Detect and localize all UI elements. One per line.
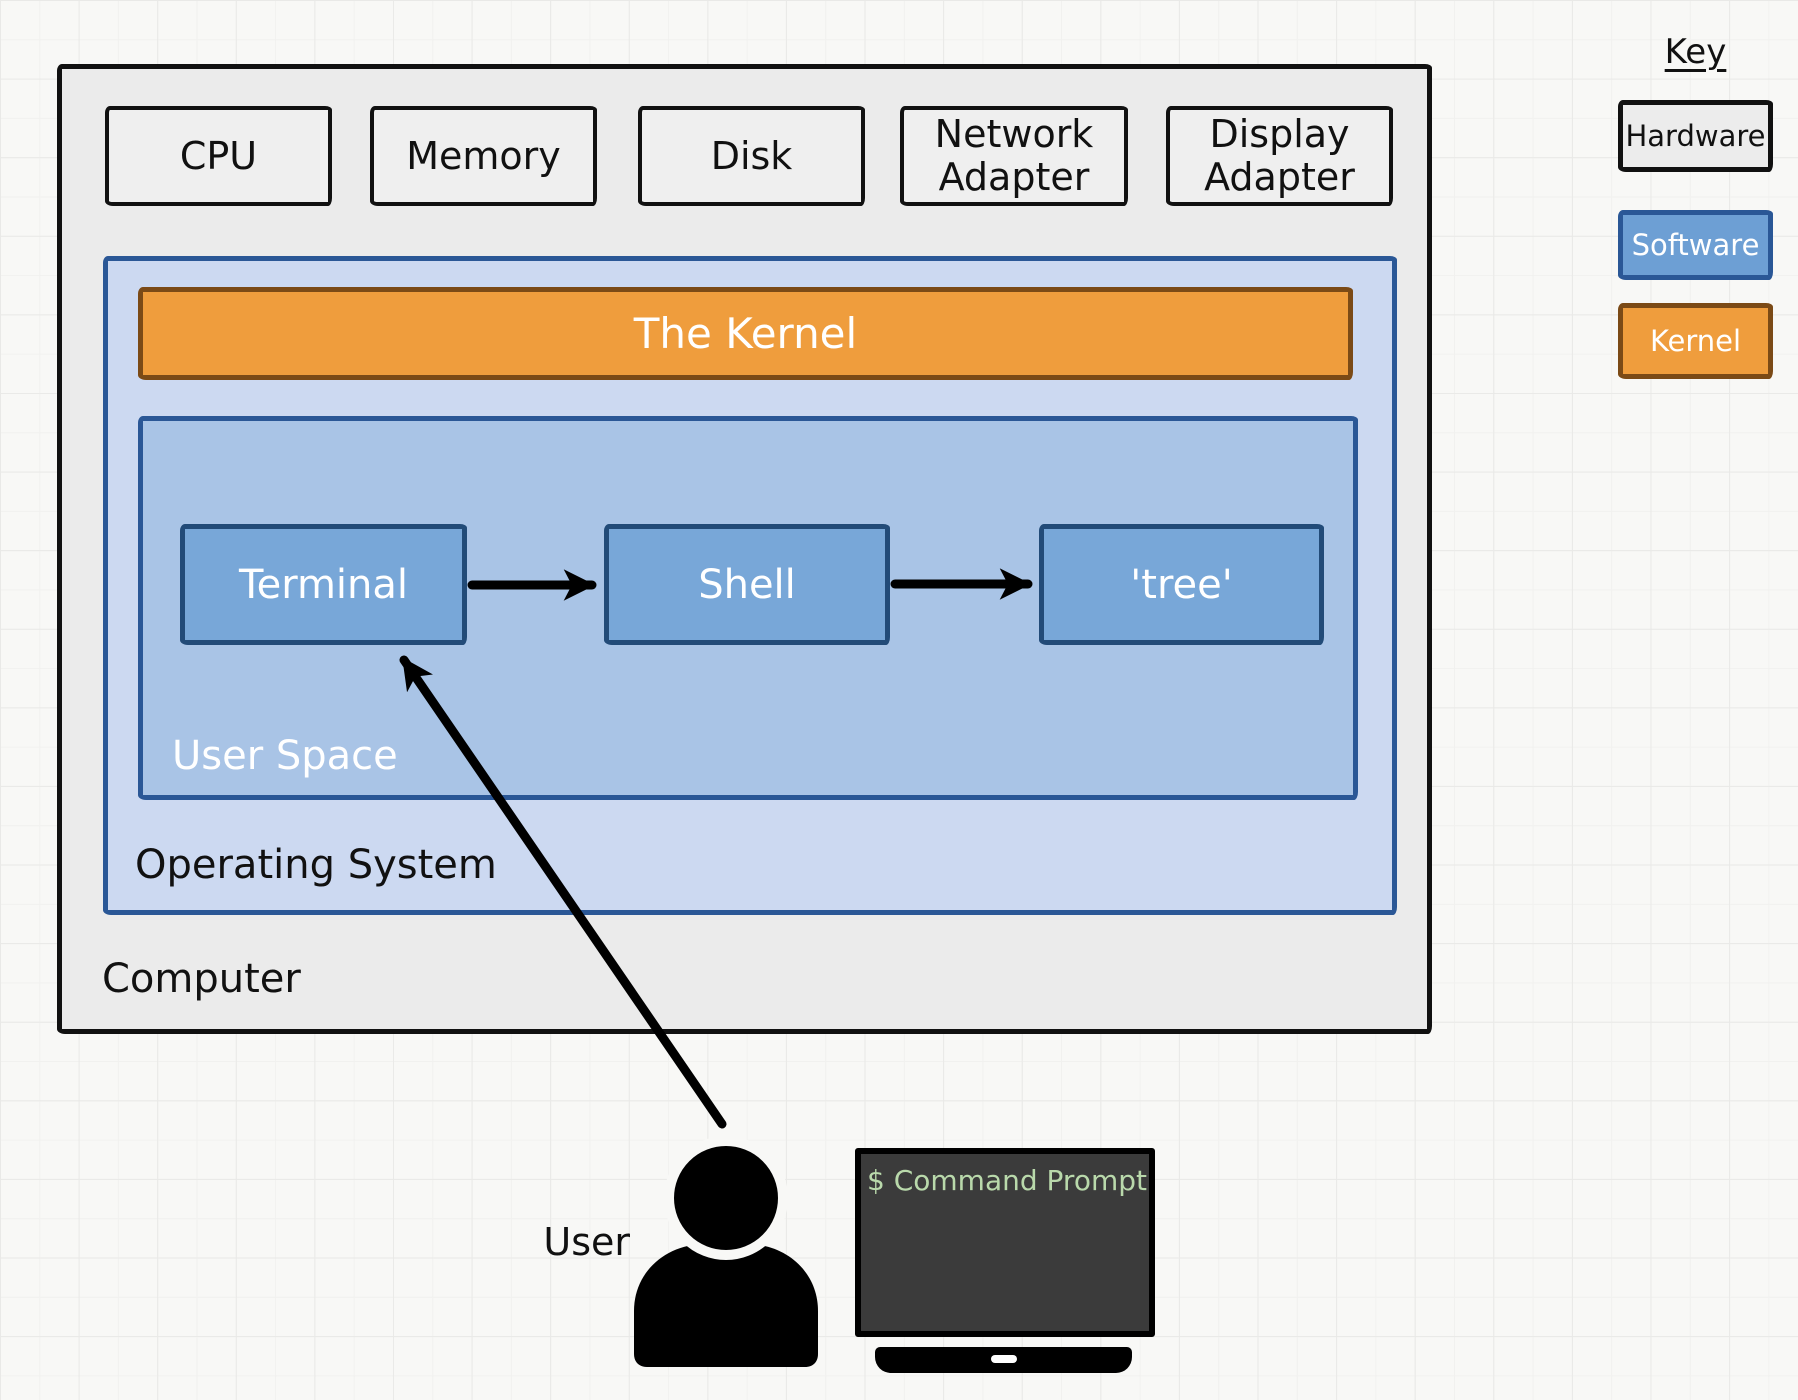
shell-box: Shell	[604, 524, 890, 645]
cpu-label: CPU	[179, 133, 258, 178]
computer-label: Computer	[102, 956, 301, 1002]
shell-label: Shell	[698, 561, 796, 608]
memory-box: Memory	[370, 106, 597, 206]
legend-kernel-label: Kernel	[1649, 324, 1742, 358]
kernel-label: The Kernel	[633, 309, 858, 358]
network-adapter-label: Network Adapter	[934, 112, 1094, 199]
tree-box: 'tree'	[1039, 524, 1324, 645]
monitor-screen: $ Command Prompt	[855, 1148, 1155, 1337]
display-adapter-label: Display Adapter	[1204, 112, 1355, 199]
operating-system-label: Operating System	[135, 842, 497, 888]
disk-label: Disk	[710, 133, 793, 178]
user-label: User	[543, 1220, 630, 1264]
kernel-bar: The Kernel	[138, 287, 1353, 380]
display-adapter-box: Display Adapter	[1166, 106, 1393, 206]
legend-hardware: Hardware	[1618, 100, 1773, 172]
terminal-label: Terminal	[238, 561, 409, 608]
command-prompt-text: $ Command Prompt	[867, 1164, 1147, 1197]
disk-box: Disk	[638, 106, 865, 206]
legend-software: Software	[1618, 210, 1773, 280]
user-body-shape	[634, 1244, 818, 1367]
key-title: Key	[1664, 32, 1727, 72]
user-icon	[634, 1136, 818, 1367]
terminal-box: Terminal	[180, 524, 467, 645]
cpu-box: CPU	[105, 106, 332, 206]
legend-software-label: Software	[1631, 228, 1760, 262]
tree-label: 'tree'	[1130, 561, 1233, 608]
monitor-stand-dash	[991, 1355, 1017, 1363]
legend-hardware-label: Hardware	[1625, 119, 1766, 153]
memory-label: Memory	[406, 133, 561, 178]
network-adapter-box: Network Adapter	[900, 106, 1128, 206]
legend-kernel: Kernel	[1618, 303, 1773, 379]
user-space-label: User Space	[172, 733, 398, 779]
user-head-shape	[664, 1136, 788, 1260]
